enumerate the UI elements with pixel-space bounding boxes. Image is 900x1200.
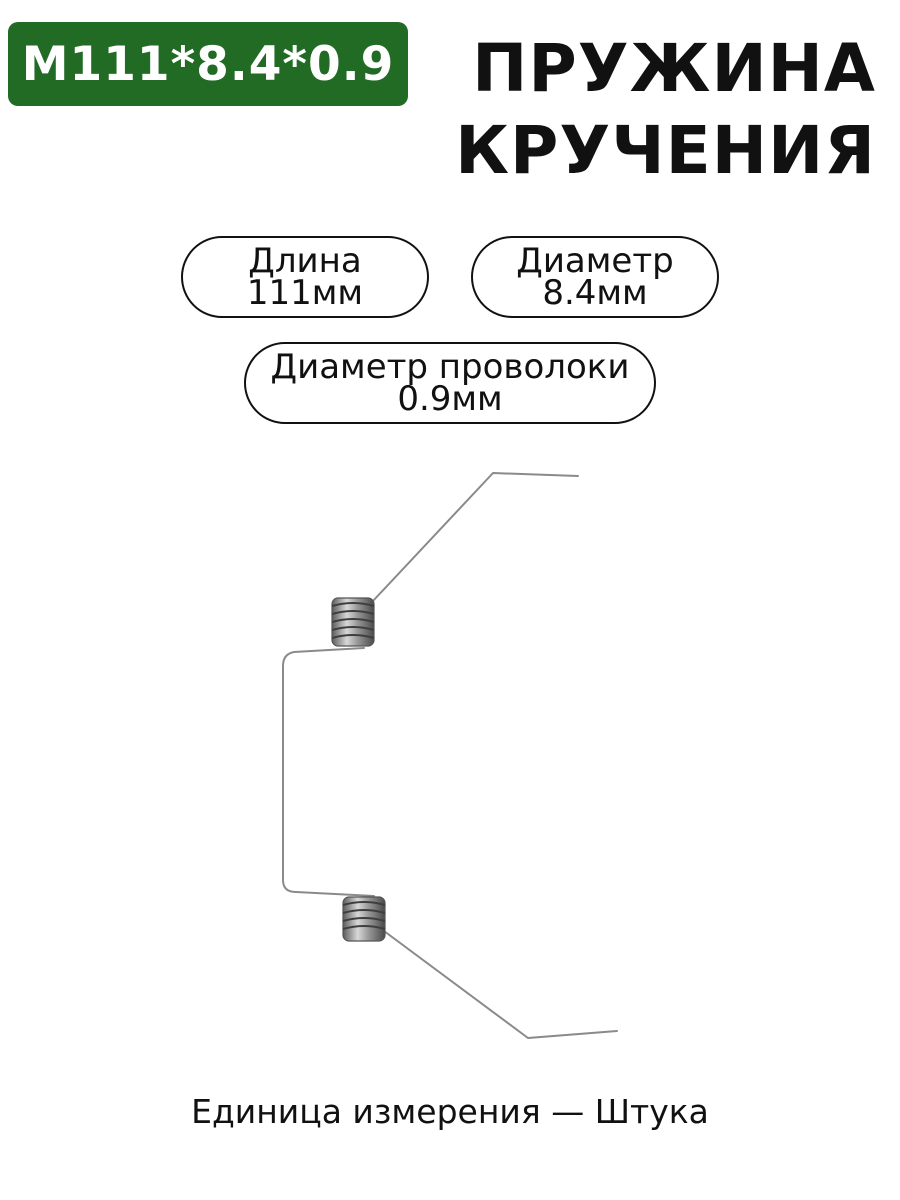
size-badge-label: M111*8.4*0.9 bbox=[21, 36, 395, 92]
spec-wire-label: Диаметр проволоки bbox=[270, 347, 630, 387]
page-title: ПРУЖИНА КРУЧЕНИЯ bbox=[416, 28, 876, 192]
size-badge: M111*8.4*0.9 bbox=[8, 22, 408, 106]
spec-diameter-value: 8.4мм bbox=[542, 273, 648, 313]
spec-length-value: 111мм bbox=[246, 273, 364, 313]
spec-wire-value: 0.9мм bbox=[397, 379, 503, 419]
spec-length-label: Длина bbox=[248, 241, 362, 281]
page-title-line-1: ПРУЖИНА bbox=[472, 30, 876, 107]
spec-wire-pill: Диаметр проволоки 0.9мм bbox=[244, 342, 656, 424]
top-coil bbox=[331, 597, 375, 647]
torsion-spring-icon bbox=[282, 472, 618, 1039]
spec-diameter-pill: Диаметр 8.4мм bbox=[471, 236, 719, 318]
unit-of-measure: Единица измерения — Штука bbox=[191, 1092, 709, 1131]
spec-diameter-label: Диаметр bbox=[516, 241, 674, 281]
spec-length-pill: Длина 111мм bbox=[181, 236, 429, 318]
bottom-coil bbox=[342, 896, 386, 942]
page-title-line-2: КРУЧЕНИЯ bbox=[455, 112, 876, 189]
